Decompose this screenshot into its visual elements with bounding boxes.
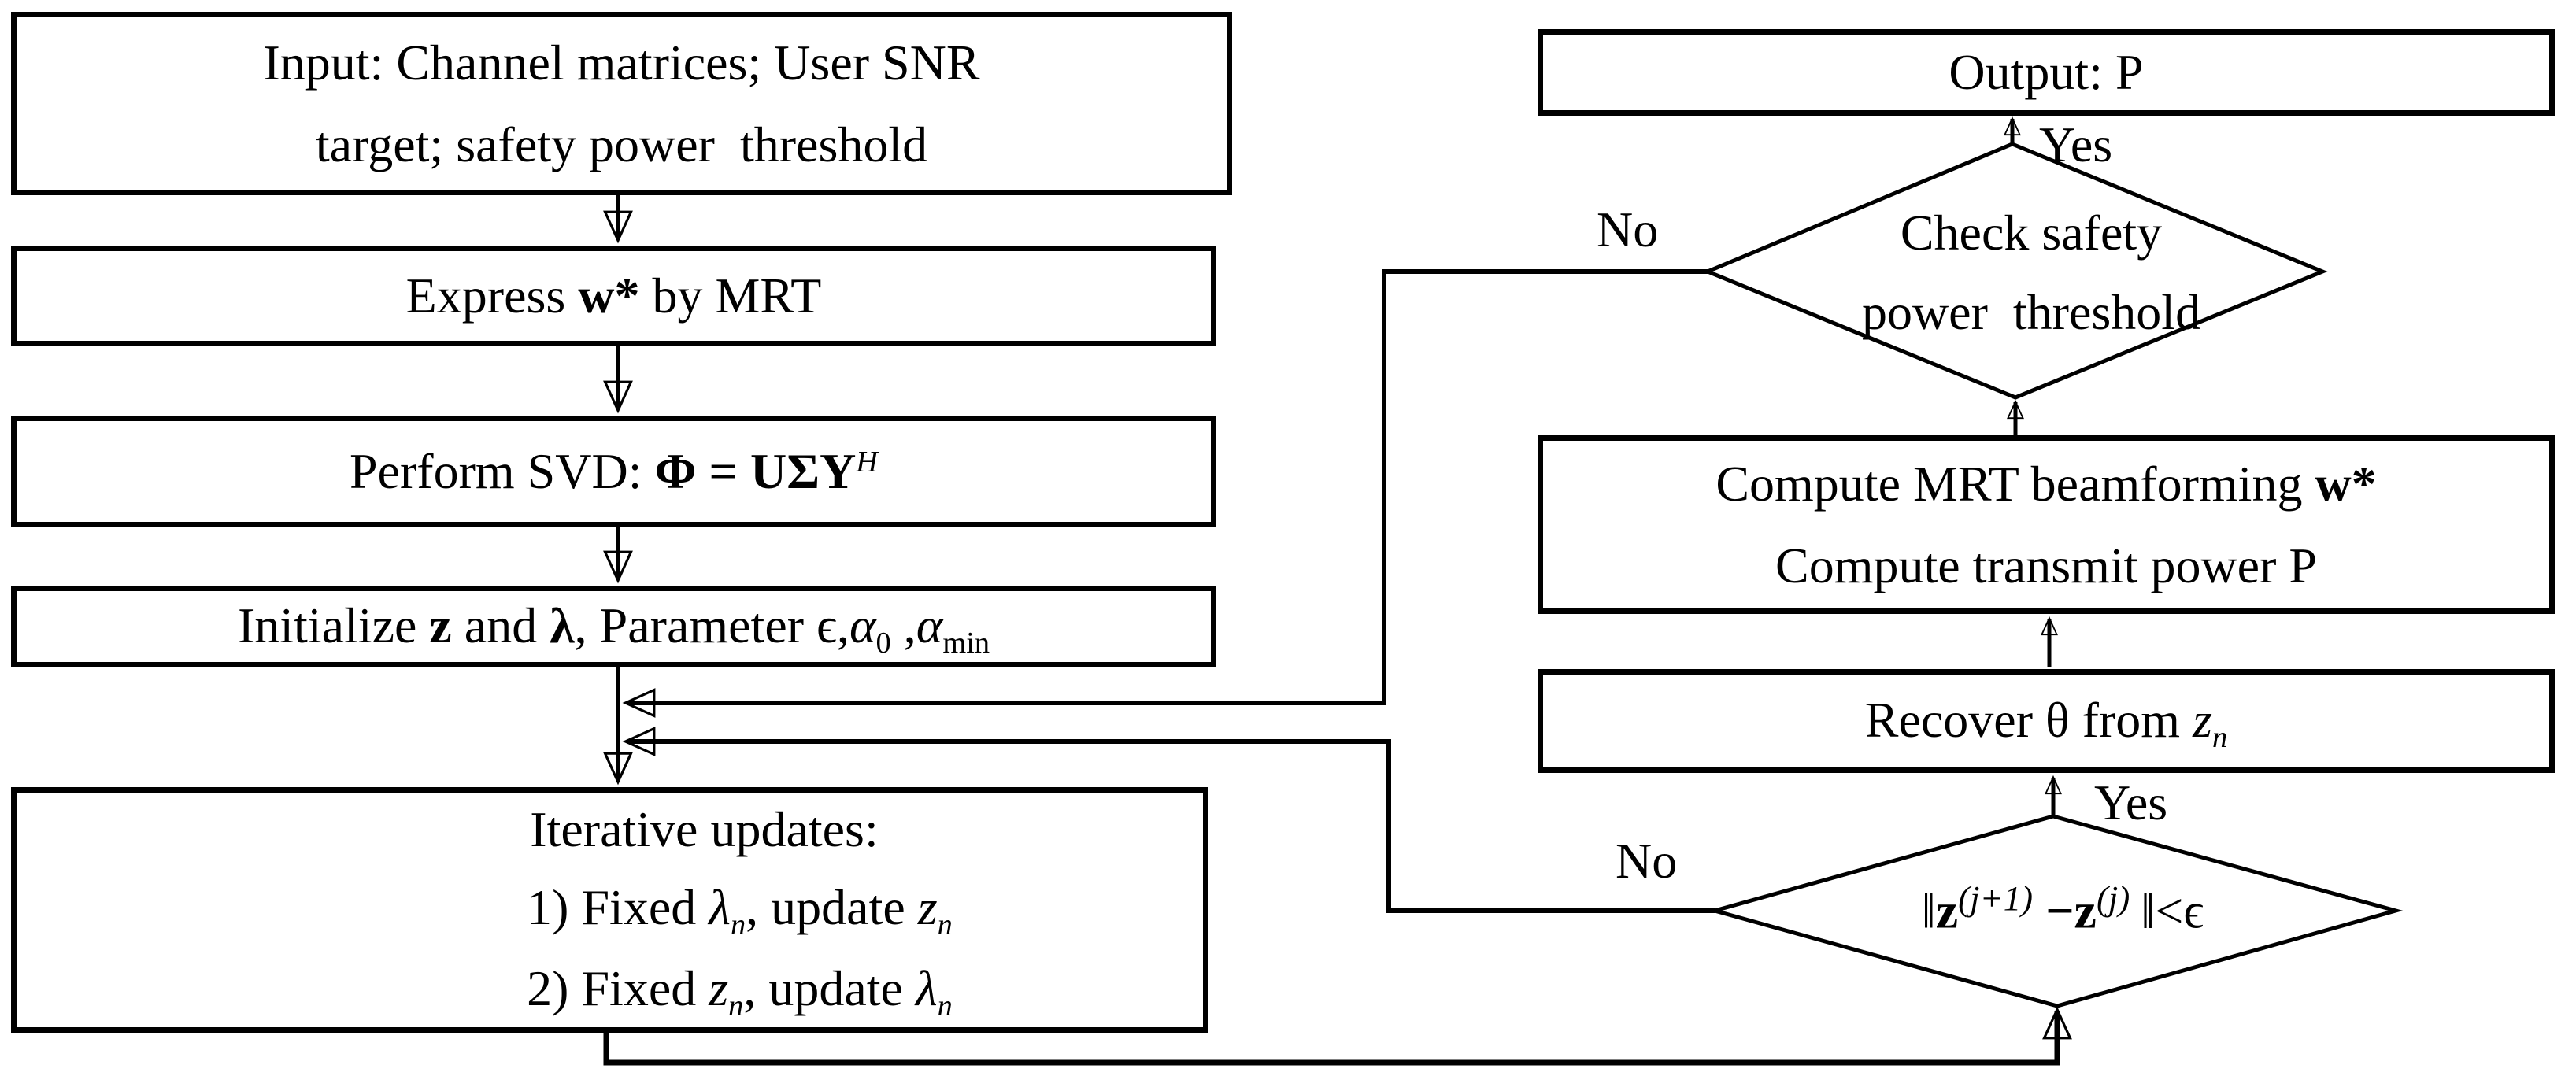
conv-minus: − xyxy=(2033,882,2074,939)
flow-node-output: Output: P xyxy=(1538,29,2555,116)
flow-node-iterative-updates: Iterative updates: 1) Fixed λn, update z… xyxy=(11,787,1208,1033)
step1-mid: , update xyxy=(746,879,918,936)
express-post: by MRT xyxy=(639,268,822,324)
svd-phi: Φ xyxy=(654,443,697,500)
express-line: Express w* by MRT xyxy=(406,255,822,337)
svd-line: Perform SVD: Φ = UΣYH xyxy=(350,431,878,512)
step2-sub-1: n xyxy=(728,989,744,1022)
flow-node-compute-mrt: Compute MRT beamforming w* Compute trans… xyxy=(1538,435,2555,614)
arrow-convergence-no-return xyxy=(622,727,1715,913)
step2-mid: , update xyxy=(743,960,916,1016)
express-pre: Express xyxy=(405,268,579,324)
compute-line-1: Compute MRT beamforming w* xyxy=(1715,443,2376,525)
express-w-star: w* xyxy=(578,268,640,324)
step1-sub-1: n xyxy=(730,908,746,942)
input-line-1: Input: Channel matrices; User SNR xyxy=(263,34,980,91)
safety-check-line-1: Check safety xyxy=(1900,204,2163,261)
initialize-line: Initialize z and λ, Parameter ϵ,α0 ,αmin xyxy=(238,585,990,667)
recover-line: Recover θ from zn xyxy=(1865,679,2227,762)
step2-pre: 2) Fixed xyxy=(527,960,709,1016)
step1-sub-2: n xyxy=(937,908,953,942)
init-sub-min: min xyxy=(942,627,990,660)
init-alpha-0: α xyxy=(849,597,876,654)
compute-line1-pre: Compute MRT beamforming xyxy=(1715,455,2315,512)
arrow-safety-no-return xyxy=(622,269,1708,718)
iterative-step-1: 1) Fixed λn, update zn xyxy=(527,868,953,949)
recover-z: z xyxy=(2193,692,2212,749)
diamond-safety-check-shape xyxy=(1702,142,2328,400)
flow-node-initialize: Initialize z and λ, Parameter ϵ,α0 ,αmin xyxy=(11,586,1216,667)
iterative-steps: 1) Fixed λn, update zn 2) Fixed zn, upda… xyxy=(527,868,953,1030)
svd-usy: UΣY xyxy=(750,443,857,500)
init-sub-0: 0 xyxy=(875,627,891,660)
label-yes-safety: Yes xyxy=(2039,116,2113,172)
init-pre: Initialize xyxy=(237,597,430,654)
diamond-convergence-shape xyxy=(1707,814,2404,1008)
conv-sup-j: (j) xyxy=(2096,878,2130,919)
arrow-iterative-to-convergence xyxy=(603,1006,2072,1066)
init-epsilon: ϵ, xyxy=(816,597,849,654)
step2-sub-2: n xyxy=(937,989,953,1022)
label-no-safety: No xyxy=(1597,202,1659,257)
flow-decision-convergence: ‖z(j+1) −z(j)‖<ϵ xyxy=(1748,852,2378,970)
recover-sub-n: n xyxy=(2211,721,2228,755)
compute-w-star: w* xyxy=(2315,455,2377,512)
iterative-step-2: 2) Fixed zn, update λn xyxy=(527,949,953,1030)
output-label: Output: P xyxy=(1949,44,2144,101)
conv-z1: z xyxy=(1935,882,1959,939)
convergence-formula: ‖z(j+1) −z(j)‖<ϵ xyxy=(1922,871,2204,951)
label-no-convergence: No xyxy=(1616,833,1678,889)
conv-z2: z xyxy=(2074,882,2097,939)
svd-pre: Perform SVD: xyxy=(349,443,655,500)
conv-less-than: < xyxy=(2155,882,2184,939)
init-z: z xyxy=(429,597,452,654)
safety-check-line-2: power threshold xyxy=(1861,284,2201,340)
flow-decision-safety-check: Check safety power threshold xyxy=(1724,194,2338,351)
input-line-2: target; safety power threshold xyxy=(315,116,928,172)
conv-sup-j1: (j+1) xyxy=(1958,878,2034,919)
step2-z: z xyxy=(709,960,729,1016)
svd-equals: = xyxy=(696,443,751,500)
flow-node-express-mrt: Express w* by MRT xyxy=(11,246,1216,346)
compute-line-2: Compute transmit power P xyxy=(1775,537,2317,593)
step2-lambda: λ xyxy=(915,960,938,1016)
init-lambda: λ xyxy=(550,597,575,654)
init-comma: , xyxy=(890,597,916,654)
recover-pre: Recover θ from xyxy=(1864,692,2193,749)
flow-node-input: Input: Channel matrices; User SNR target… xyxy=(11,12,1232,195)
step1-lambda: λ xyxy=(709,879,731,936)
norm-close: ‖ xyxy=(2141,882,2156,939)
svd-sup-h: H xyxy=(856,446,879,479)
label-yes-convergence: Yes xyxy=(2094,775,2168,830)
step1-pre: 1) Fixed xyxy=(527,879,709,936)
step1-z: z xyxy=(917,879,938,936)
conv-epsilon: ϵ xyxy=(2183,882,2204,939)
norm-open: ‖ xyxy=(1921,882,1936,939)
flow-node-recover-theta: Recover θ from zn xyxy=(1538,669,2555,773)
flow-node-svd: Perform SVD: Φ = UΣYH xyxy=(11,416,1216,527)
init-alpha-min: α xyxy=(916,597,943,654)
init-and: and xyxy=(451,597,550,654)
init-mid: , Parameter xyxy=(574,597,817,654)
iterative-title: Iterative updates: xyxy=(530,801,879,857)
